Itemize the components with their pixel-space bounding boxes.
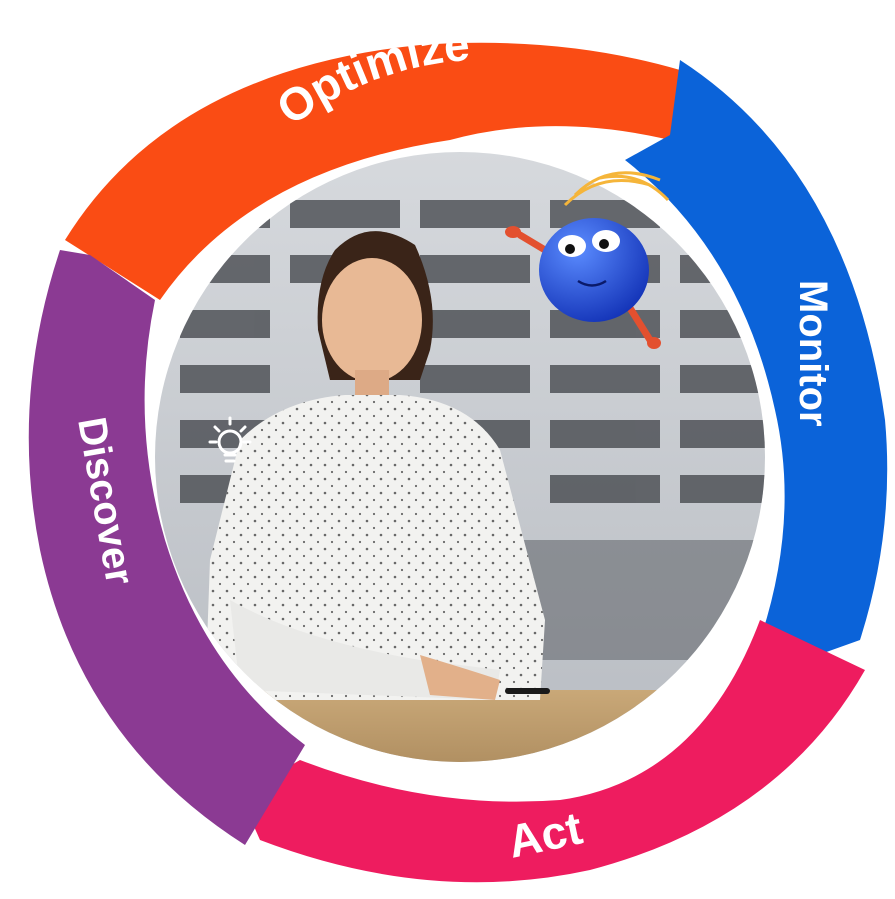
segment-monitor	[625, 60, 888, 665]
center-photo	[155, 152, 765, 762]
segment-discover	[28, 250, 305, 845]
lightbulb-icon	[208, 416, 252, 463]
label-monitor: Monitor	[791, 280, 835, 427]
blue-ball-mascot	[505, 171, 670, 349]
segment-act	[240, 620, 865, 883]
person	[205, 231, 550, 700]
segment-optimize	[65, 42, 700, 301]
